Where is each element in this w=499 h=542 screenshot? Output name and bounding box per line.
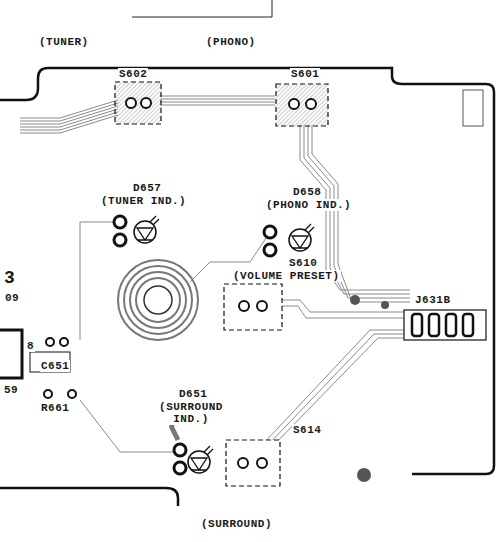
switch-S601 — [276, 84, 328, 126]
board-outline — [0, 68, 494, 474]
trace — [20, 109, 118, 127]
pin-pad — [412, 314, 422, 336]
pad — [239, 301, 249, 311]
led-D651 — [172, 418, 213, 474]
trace — [270, 338, 410, 449]
trace-group — [20, 96, 410, 452]
trace — [20, 103, 118, 121]
trace — [20, 112, 118, 130]
switch-ref: S601 — [290, 68, 320, 80]
led-ref: D657 — [132, 182, 162, 194]
via — [381, 301, 389, 309]
pad — [174, 462, 186, 474]
mounting-hole — [357, 468, 371, 482]
part-number: 3 — [3, 268, 16, 288]
trace — [160, 99, 275, 100]
pad — [60, 338, 68, 346]
part-number: 59 — [3, 384, 19, 396]
function-label: (SURROUND IND.) — [150, 401, 232, 425]
pot-ring — [130, 272, 186, 328]
pot-shaft — [144, 286, 172, 314]
part-number: 8 — [26, 340, 35, 352]
switch-ref: S610 — [288, 257, 318, 269]
via — [350, 295, 360, 305]
pad — [114, 234, 126, 246]
trace — [160, 96, 275, 97]
pad — [264, 244, 276, 256]
switch-outline — [276, 84, 328, 126]
pad — [264, 226, 276, 238]
pad — [257, 458, 267, 468]
pot-ring — [124, 266, 192, 334]
pad — [238, 458, 248, 468]
switch-S614 — [226, 440, 280, 486]
pad — [174, 444, 186, 456]
part-number: 09 — [4, 292, 20, 304]
led-symbol — [191, 446, 213, 470]
trace — [282, 306, 410, 318]
led-symbol — [292, 224, 314, 248]
switch-outline — [224, 284, 282, 330]
trace — [266, 334, 410, 447]
pot-ring — [118, 260, 198, 340]
trace — [160, 105, 275, 106]
switch-S602 — [115, 82, 161, 124]
header-label: (PHONO) — [205, 36, 257, 48]
pot-ring — [136, 278, 180, 322]
trace — [160, 102, 275, 103]
capacitor-outline — [30, 352, 70, 372]
capacitor-ref: C651 — [40, 360, 70, 372]
pad — [46, 338, 54, 346]
led-ref: D651 — [178, 388, 208, 400]
header-label: (SURROUND) — [200, 518, 273, 530]
switch-ref: S614 — [292, 424, 322, 436]
led-ref: D658 — [292, 186, 322, 198]
volume-pot — [118, 260, 198, 340]
pad — [257, 301, 267, 311]
pad — [141, 98, 151, 108]
ic-outline — [0, 330, 22, 378]
pad — [126, 98, 136, 108]
function-label: (PHONO IND.) — [265, 199, 352, 211]
function-label: (TUNER IND.) — [100, 195, 187, 207]
header-label: (TUNER) — [38, 36, 90, 48]
function-label: (VOLUME PRESET) — [232, 270, 341, 282]
led-D658 — [264, 224, 314, 256]
switch-S610 — [224, 284, 282, 330]
cutout — [463, 90, 483, 126]
pad — [306, 99, 316, 109]
board-outline — [0, 488, 178, 506]
pad — [68, 390, 76, 398]
left-components — [0, 330, 76, 398]
switch-outline — [226, 440, 280, 486]
trace — [20, 100, 118, 118]
pad — [114, 216, 126, 228]
trace — [20, 115, 118, 133]
pad — [44, 390, 52, 398]
connector-outline — [404, 310, 486, 340]
pin-pad — [429, 314, 439, 336]
connector-ref: J631B — [414, 294, 452, 306]
pin-pad — [463, 314, 473, 336]
pad — [289, 99, 299, 109]
switch-outline — [115, 82, 161, 124]
led-symbol — [137, 216, 159, 240]
led-D657 — [114, 216, 159, 246]
leader-line — [132, 0, 272, 17]
trace — [20, 106, 118, 124]
resistor-ref: R661 — [40, 402, 70, 414]
pin-pad — [446, 314, 456, 336]
connector-J631B — [404, 310, 486, 340]
switch-ref: S602 — [118, 68, 148, 80]
